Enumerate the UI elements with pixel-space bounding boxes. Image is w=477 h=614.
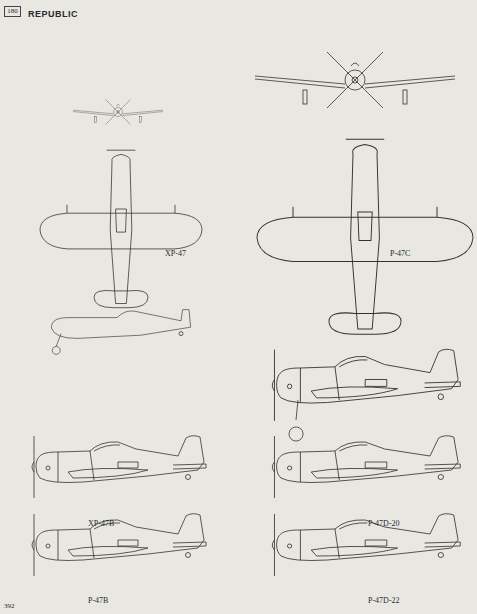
variant-label: XP-47	[165, 250, 186, 258]
variant-label: P-47C	[390, 250, 410, 258]
variant-label: XP-47B	[88, 520, 114, 528]
page-number-box: 180	[4, 6, 21, 17]
variant-label: P-47B	[88, 597, 108, 605]
page-number: 180	[7, 8, 18, 15]
section-header: REPUBLIC	[28, 10, 78, 19]
variant-label: P-47D-22	[368, 597, 400, 605]
page-number: 392	[4, 603, 15, 610]
variant-label: P-47D-20	[368, 520, 400, 528]
